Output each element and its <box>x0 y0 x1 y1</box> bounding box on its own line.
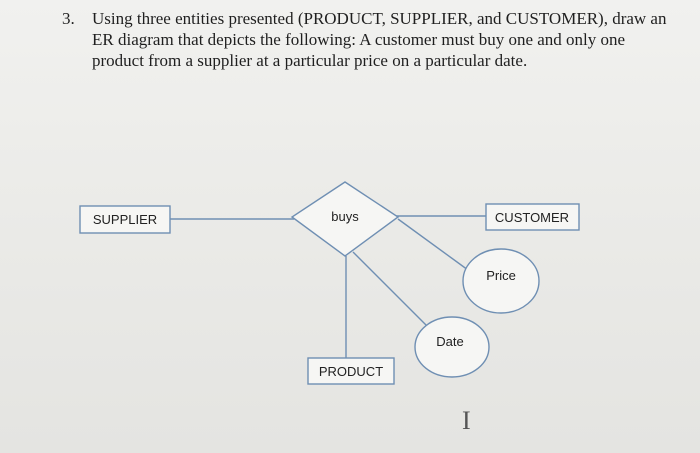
buys-price-connector <box>397 218 469 271</box>
buys-relationship: buys <box>290 181 400 257</box>
buys-date-connector <box>352 251 429 328</box>
text-cursor-icon: I <box>462 406 471 435</box>
supplier-entity-label: SUPPLIER <box>93 212 157 227</box>
customer-entity: CUSTOMER <box>485 203 580 231</box>
price-attribute: Price <box>462 248 540 314</box>
date-attribute: Date <box>414 316 490 378</box>
price-attribute-label: Price <box>486 268 516 283</box>
product-entity-label: PRODUCT <box>319 364 383 379</box>
product-entity: PRODUCT <box>307 357 395 385</box>
question-number: 3. <box>62 9 75 28</box>
question-prompt: Using three entities presented (PRODUCT,… <box>92 9 667 70</box>
date-attribute-label: Date <box>436 334 463 349</box>
supplier-entity: SUPPLIER <box>79 205 171 234</box>
customer-entity-label: CUSTOMER <box>495 210 569 225</box>
buys-relationship-label: buys <box>331 209 359 224</box>
